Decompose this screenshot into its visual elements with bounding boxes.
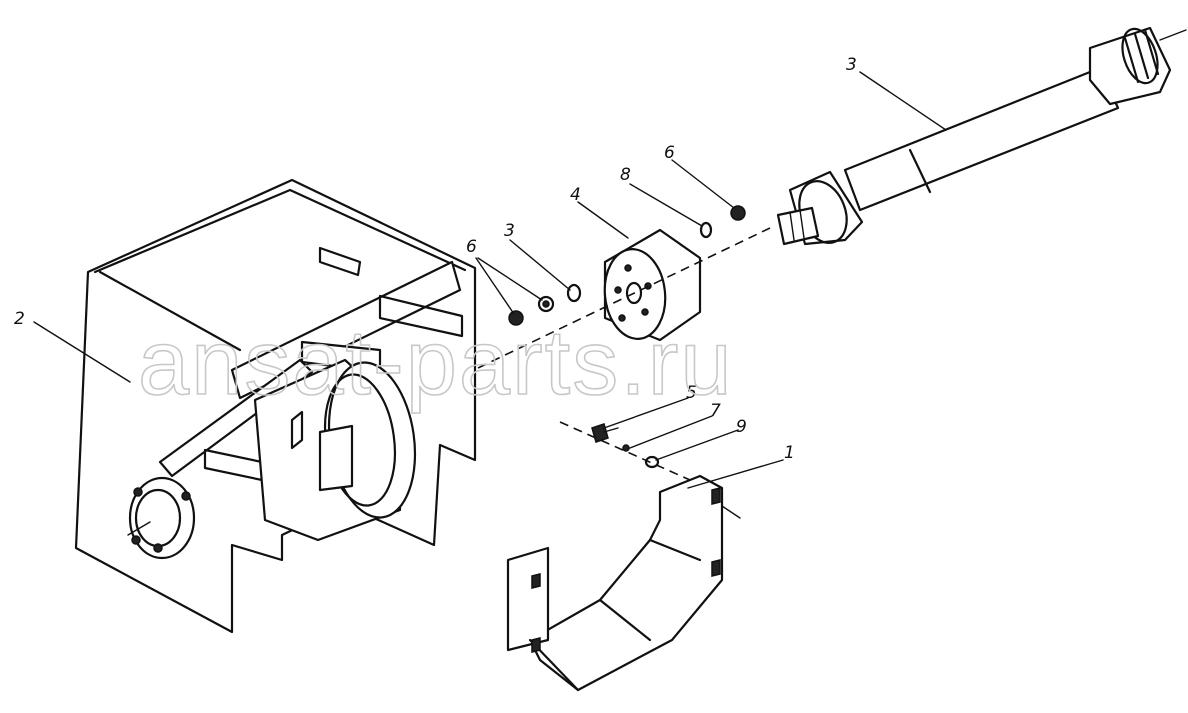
callout-nut-right: 6 bbox=[664, 143, 675, 163]
callout-spring-washer: 7 bbox=[710, 401, 721, 421]
watermark: ansat-parts.ru bbox=[138, 312, 734, 414]
callout-bracket: 1 bbox=[784, 443, 795, 463]
callout-pulley: 4 bbox=[570, 185, 581, 205]
callout-bolt: 5 bbox=[686, 383, 697, 403]
part-pulley bbox=[603, 228, 702, 342]
callout-nut-left: 6 bbox=[466, 237, 477, 257]
callouts: 2 3 4 1 6 3 8 6 5 7 9 bbox=[14, 55, 857, 463]
part-hardware bbox=[508, 205, 746, 469]
callout-washer-left: 3 bbox=[504, 221, 515, 241]
callout-washer-right: 8 bbox=[620, 165, 631, 185]
callout-frame: 2 bbox=[14, 309, 25, 329]
assembly-axes bbox=[477, 227, 771, 481]
part-guard-bracket bbox=[506, 474, 741, 692]
callout-flat-washer: 9 bbox=[736, 417, 747, 437]
leader-lines bbox=[33, 71, 947, 489]
callout-shaft: 3 bbox=[846, 55, 857, 75]
part-drive-shaft bbox=[776, 26, 1187, 246]
part-frame bbox=[74, 178, 477, 634]
